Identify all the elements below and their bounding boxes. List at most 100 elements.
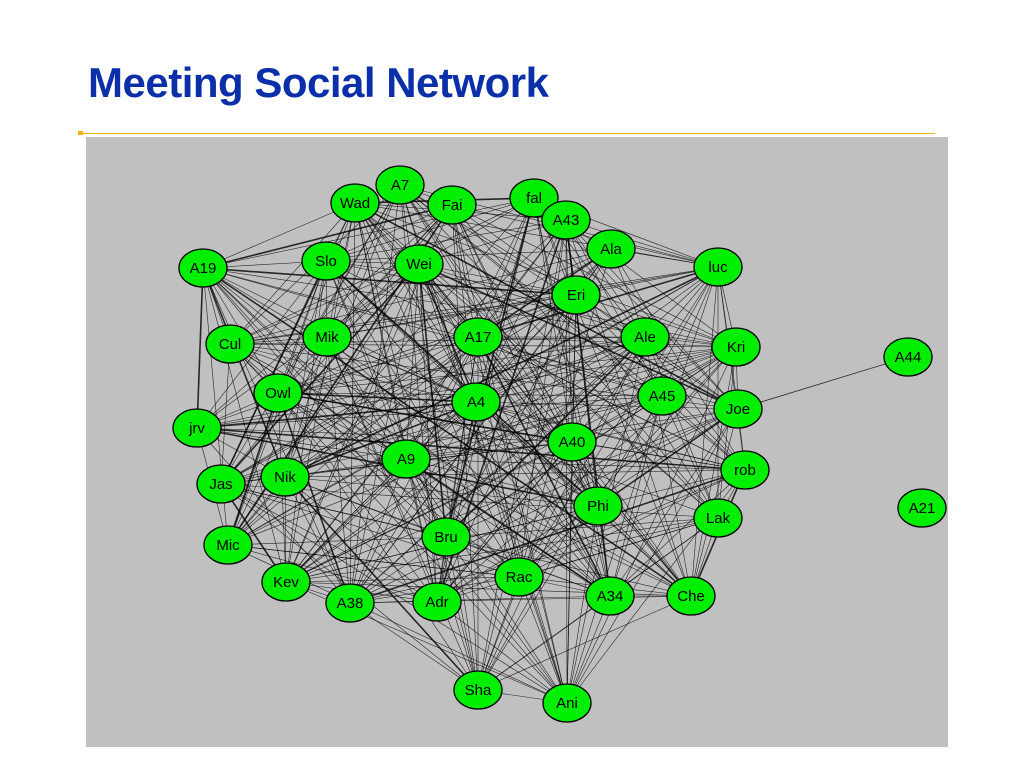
edge-Wei-A40 [418,263,573,443]
edge-Wei-Jas [220,263,420,485]
edge-Lak-Kev [285,517,719,583]
edge-Fai-Kri [451,204,737,348]
edge-Nik-Sha [284,476,479,691]
node-A7: A7 [375,165,425,205]
node-A21: A21 [897,488,947,528]
edge-A17-Jas [220,336,479,485]
edge-Wei-A4 [418,263,477,403]
edge-luc-A45 [661,266,719,397]
node-circle [573,486,623,526]
edge-Wad-A19 [202,202,356,269]
edge-A4-jrv [196,401,477,429]
node-circle [637,376,687,416]
edge-A9-Phi [405,458,599,507]
edge-A43-Ale [565,219,646,338]
edge-A9-Kev [285,458,407,583]
edge-A7-Lak [399,184,719,519]
edge-A9-A34 [405,458,611,597]
edge-A4-Kev [285,401,477,583]
node-jrv: jrv [172,408,222,448]
node-circle [547,422,597,462]
edge-A19-Ani [202,267,568,704]
node-A38: A38 [325,583,375,623]
node-circle [693,247,743,287]
node-circle [427,185,477,225]
node-circle [711,327,761,367]
edge-Joe-A34 [609,408,739,597]
edge-Cul-Ale [229,336,646,345]
edge-Joe-A40 [571,408,739,443]
edge-Mik-A40 [326,336,573,443]
edge-Ale-Adr [436,336,646,603]
node-circle [453,670,503,710]
edge-Wei-Joe [418,263,739,410]
node-Ani: Ani [542,683,592,723]
node-A44: A44 [883,337,933,377]
node-Slo: Slo [301,241,351,281]
node-circle [897,488,947,528]
node-Jas: Jas [196,464,246,504]
edge-A19-A9 [202,267,407,460]
edge-Slo-Bru [325,260,447,538]
node-Kri: Kri [711,327,761,367]
edge-A43-Slo [325,219,567,262]
edge-Cul-Che [229,343,692,597]
edge-Bru-Mic [227,536,447,546]
edge-Joe-Bru [445,408,739,538]
node-circle [421,517,471,557]
edge-Wei-Phi [418,263,599,507]
edge-Mik-Adr [326,336,438,603]
title-divider [78,133,935,134]
edge-A40-Ani [566,441,573,704]
edge-Fai-A19 [202,204,453,269]
edge-Kri-Rac [518,346,737,578]
edge-jrv-A38 [196,427,351,604]
edge-Lak-Bru [445,517,719,538]
node-circle [494,557,544,597]
edge-A43-luc [565,219,719,268]
edge-Wad-Kri [354,202,737,348]
edge-Cul-Jas [220,343,231,485]
edge-Owl-A38 [277,392,351,604]
edge-A45-Bru [445,395,663,538]
edge-Fai-A40 [451,204,573,443]
node-Sha: Sha [453,670,503,710]
edge-Owl-Rac [277,392,520,578]
edge-A7-A40 [399,184,573,443]
edge-A40-rob [571,441,746,471]
node-A17: A17 [453,317,503,357]
node-circle [693,498,743,538]
node-circle [541,200,591,240]
edge-Joe-Nik [284,408,739,478]
edge-Wei-Lak [418,263,719,519]
edge-A17-Kri [477,336,737,348]
edge-Wad-Rac [354,202,520,578]
edge-A40-A9 [405,441,573,460]
edge-rob-A38 [349,469,746,604]
edge-A38-Sha [349,602,479,691]
edge-Eri-Nik [284,294,577,478]
node-circle [203,525,253,565]
edge-Slo-Rac [325,260,520,578]
edge-fal-A17 [477,197,535,338]
node-Adr: Adr [412,582,462,622]
edge-Slo-A9 [325,260,407,460]
edge-Ale-A4 [475,336,646,403]
node-circle [412,582,462,622]
edge-A17-Phi [477,336,599,507]
edge-A43-Wei [418,219,567,265]
edge-Eri-Jas [220,294,577,485]
edge-rob-Nik [284,469,746,478]
edge-fal-A34 [533,197,611,597]
edge-A40-Che [571,441,692,597]
edge-Kri-A4 [475,346,737,403]
edge-Phi-Ani [566,505,599,704]
node-circle [381,439,431,479]
node-Owl: Owl [253,373,303,413]
edge-Bru-Ani [445,536,568,704]
node-circle [178,248,228,288]
edge-Fai-jrv [196,204,453,429]
